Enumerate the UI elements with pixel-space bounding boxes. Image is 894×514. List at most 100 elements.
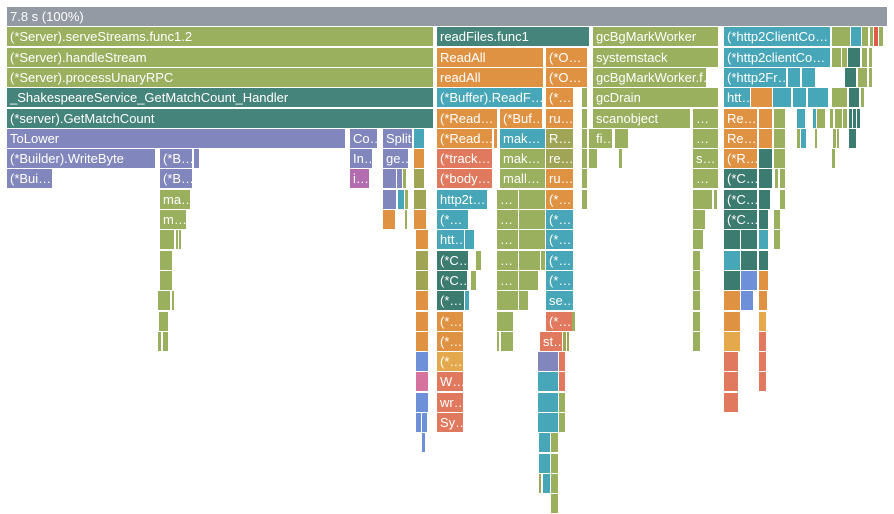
flame-bar[interactable] [793, 88, 806, 107]
flame-bar[interactable]: (*… [546, 210, 573, 229]
flame-bar[interactable] [693, 332, 700, 351]
flame-bar[interactable]: re… [546, 149, 573, 168]
flame-bar[interactable]: _ShakespeareService_GetMatchCount_Handle… [7, 88, 433, 107]
flame-bar[interactable] [851, 27, 861, 46]
flame-bar[interactable] [741, 251, 757, 270]
flame-bar[interactable]: (*Buf… [500, 109, 542, 128]
flame-bar[interactable] [759, 271, 768, 290]
flame-bar[interactable] [724, 332, 740, 351]
flame-bar[interactable]: … [497, 251, 518, 270]
flame-bar[interactable] [693, 271, 700, 290]
flame-bar[interactable] [176, 230, 178, 249]
flame-bar[interactable]: (*Bui… [7, 169, 52, 188]
flame-bar[interactable] [383, 169, 396, 188]
flame-bar[interactable]: gcBgMarkWorker.f… [593, 68, 706, 87]
flame-bar[interactable]: (*http2ClientCo… [724, 27, 830, 46]
flame-bar[interactable]: … [497, 230, 518, 249]
flame-bar[interactable]: st… [540, 332, 562, 351]
flame-bar[interactable]: (*… [546, 88, 573, 107]
flame-bar[interactable]: (*http2Fr… [724, 68, 786, 87]
flame-bar[interactable] [416, 271, 428, 290]
flame-bar[interactable] [759, 332, 766, 351]
flame-bar[interactable] [788, 68, 800, 87]
flame-bar[interactable] [563, 332, 566, 351]
flame-bar[interactable] [519, 210, 545, 229]
flame-bar[interactable] [158, 291, 170, 310]
flame-bar[interactable] [774, 230, 780, 249]
flame-bar[interactable] [559, 352, 565, 371]
flame-bar[interactable]: mak… [500, 129, 545, 148]
flame-bar[interactable] [724, 291, 740, 310]
flame-bar[interactable] [759, 109, 772, 128]
flame-bar[interactable] [724, 372, 738, 391]
flame-bar[interactable] [589, 149, 593, 168]
flame-bar[interactable]: (*… [546, 230, 573, 249]
flame-bar[interactable]: (*Server).processUnaryRPC [7, 68, 433, 87]
flame-bar[interactable]: ToLower [7, 129, 345, 148]
flame-bar[interactable] [714, 190, 717, 209]
flame-bar[interactable]: (*C… [724, 190, 757, 209]
flame-bar[interactable] [849, 129, 856, 148]
flame-bar[interactable] [759, 291, 767, 310]
flame-root-bar[interactable]: 7.8 s (100%) [7, 7, 887, 26]
flame-bar[interactable]: (*Read… [437, 129, 492, 148]
flame-bar[interactable]: (*… [437, 332, 463, 351]
flame-bar[interactable]: scanobject [593, 109, 690, 128]
flame-bar[interactable] [159, 312, 168, 331]
flame-bar[interactable]: i… [350, 169, 369, 188]
flame-bar[interactable] [693, 230, 703, 249]
flame-bar[interactable] [422, 433, 425, 452]
flame-bar[interactable]: se… [546, 291, 573, 310]
flame-bar[interactable] [857, 109, 860, 128]
flame-bar[interactable] [869, 68, 872, 87]
flame-bar[interactable] [724, 271, 740, 290]
flame-bar[interactable] [724, 312, 740, 331]
flame-bar[interactable] [397, 169, 402, 188]
flame-bar[interactable] [383, 190, 396, 209]
flame-bar[interactable] [832, 149, 835, 168]
flame-bar[interactable] [759, 129, 772, 148]
flame-bar[interactable] [414, 149, 424, 168]
flame-bar[interactable]: Split [383, 129, 412, 148]
flame-bar[interactable]: Co… [350, 129, 377, 148]
flame-bar[interactable]: (*… [546, 271, 573, 290]
flame-bar[interactable] [160, 271, 172, 290]
flame-bar[interactable] [519, 271, 538, 290]
flame-bar[interactable] [538, 352, 558, 371]
flame-bar[interactable] [741, 230, 757, 249]
flame-bar[interactable] [848, 48, 860, 67]
flame-bar[interactable]: (*R… [724, 149, 757, 168]
flame-bar[interactable] [759, 190, 770, 209]
flame-bar[interactable] [832, 27, 850, 46]
flame-bar[interactable] [774, 210, 780, 229]
flame-bar[interactable] [815, 129, 817, 148]
flame-bar[interactable] [808, 88, 828, 107]
flame-bar[interactable] [465, 291, 469, 310]
flame-bar[interactable] [693, 291, 700, 310]
flame-bar[interactable] [759, 372, 766, 391]
flame-bar[interactable] [497, 312, 513, 331]
flame-bar[interactable]: (*O… [546, 48, 587, 67]
flame-bar[interactable] [539, 454, 550, 473]
flame-bar[interactable] [724, 393, 738, 412]
flame-bar[interactable]: Re… [724, 129, 757, 148]
flame-bar[interactable]: mall… [500, 169, 545, 188]
flame-bar[interactable]: s… [693, 149, 718, 168]
flame-bar[interactable] [759, 352, 766, 371]
flame-bar[interactable] [405, 210, 407, 229]
flame-bar[interactable] [414, 129, 424, 148]
flame-bar[interactable] [414, 169, 424, 188]
flame-bar[interactable] [416, 372, 428, 391]
flame-bar[interactable] [416, 393, 428, 412]
flame-bar[interactable] [541, 251, 545, 270]
flame-bar[interactable] [582, 109, 587, 128]
flame-bar[interactable] [830, 109, 833, 128]
flame-bar[interactable] [416, 251, 428, 270]
flame-bar[interactable]: (*C… [724, 169, 757, 188]
flame-bar[interactable] [160, 230, 174, 249]
flame-bar[interactable]: gcDrain [593, 88, 718, 107]
flame-bar[interactable]: (*Builder).WriteByte [7, 149, 155, 168]
flame-bar[interactable] [853, 109, 856, 128]
flame-bar[interactable]: Sy… [437, 413, 463, 432]
flame-bar[interactable] [519, 230, 545, 249]
